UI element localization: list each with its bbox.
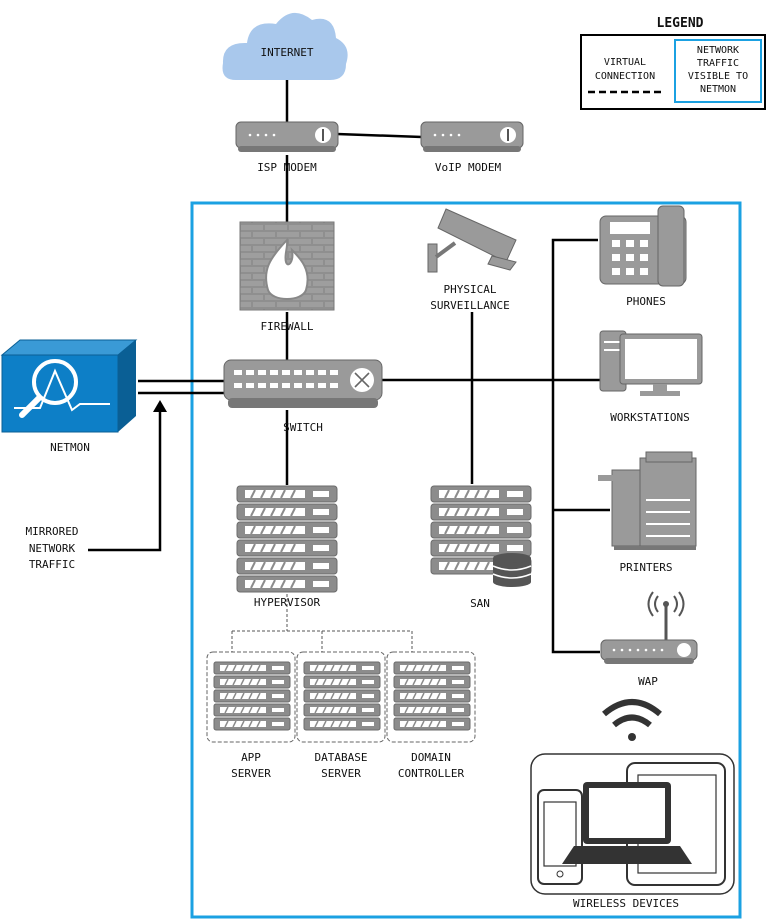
network-boundary [190,201,742,919]
phone-icon [599,205,687,287]
wap-label: WAP [638,675,658,688]
legend-visible-label-4: NETMON [700,84,736,95]
mirrored-label-1: MIRRORED [26,525,79,538]
workstations-label: WORKSTATIONS [610,411,689,424]
surveillance-camera-icon [427,208,517,273]
wap-icon [600,591,698,664]
voip-modem-label: VoIP MODEM [435,161,502,174]
domain-controller-vm [386,651,476,743]
mirrored-label-2: NETWORK [29,542,76,555]
voip-modem-icon [420,121,524,152]
domain-controller-label-2: CONTROLLER [398,767,465,780]
netmon-label: NETMON [50,441,90,454]
hypervisor-server-icon [236,485,338,593]
isp-modem-label: ISP MODEM [257,161,317,174]
virtual-connections [231,594,413,652]
legend-virtual-label-2: CONNECTION [595,71,655,82]
wifi-icon [602,699,662,741]
firewall-icon [239,221,335,311]
legend-visible-box [674,39,762,103]
connection-lines [88,78,610,654]
legend-visible-label-2: TRAFFIC [697,58,739,69]
surveillance-label-2: SURVEILLANCE [430,299,509,312]
printer-icon [598,451,697,550]
phones-label: PHONES [626,295,666,308]
database-server-vm [296,651,386,743]
firewall-label: FIREWALL [261,320,314,333]
switch-label: SWITCH [283,421,323,434]
internet-cloud-icon: INTERNET [222,12,348,81]
database-server-label-1: DATABASE [315,751,368,764]
workstation-icon [599,330,703,396]
app-server-label-2: SERVER [231,767,271,780]
legend-title: LEGEND [657,16,704,31]
database-server-label-2: SERVER [321,767,361,780]
wireless-devices-icon [530,753,735,895]
hypervisor-label: HYPERVISOR [254,596,321,609]
app-server-vm [206,651,296,743]
switch-icon [223,359,383,408]
legend-virtual-label-1: VIRTUAL [604,57,646,68]
legend: LEGEND VIRTUAL CONNECTION NETWORK TRAFFI… [580,16,766,110]
surveillance-label-1: PHYSICAL [444,283,497,296]
database-icon [492,553,532,587]
legend-visible-label-1: NETWORK [697,45,739,56]
printers-label: PRINTERS [620,561,673,574]
internet-label: INTERNET [261,46,314,59]
domain-controller-label-1: DOMAIN [411,751,451,764]
san-label: SAN [470,597,490,610]
app-server-label-1: APP [241,751,261,764]
isp-modem-icon [235,121,339,152]
legend-visible-label-3: VISIBLE TO [688,71,748,82]
legend-box [580,34,766,110]
netmon-icon [0,339,138,433]
wireless-devices-label: WIRELESS DEVICES [573,897,679,910]
mirror-arrowhead [153,400,167,412]
mirrored-label-3: TRAFFIC [29,558,75,571]
